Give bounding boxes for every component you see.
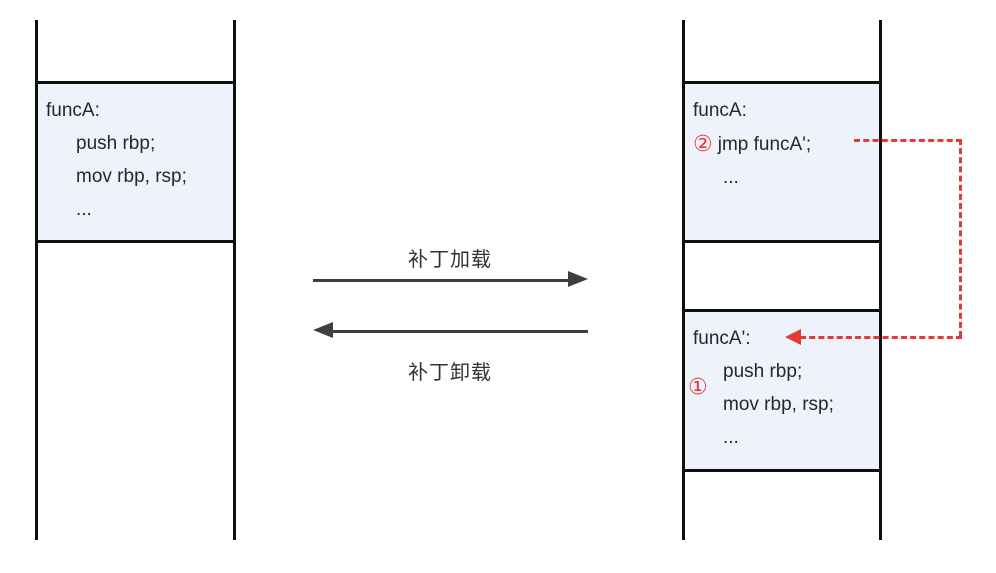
func-block-original: funcA: push rbp; mov rbp, rsp; ... bbox=[35, 81, 236, 243]
instruction-line: push rbp; bbox=[723, 361, 803, 382]
instruction-line: ... bbox=[76, 199, 92, 220]
patch-load-arrowhead-icon bbox=[568, 271, 588, 287]
right-column-left-rail bbox=[682, 20, 685, 540]
jump-connector-top bbox=[854, 139, 962, 142]
patch-unload-arrowhead-icon bbox=[313, 322, 333, 338]
jump-connector-arrowhead-icon bbox=[785, 329, 801, 345]
instruction-line: mov rbp, rsp; bbox=[723, 394, 834, 415]
step-2-marker: ② bbox=[693, 131, 713, 156]
patch-load-arrow bbox=[313, 279, 570, 282]
instruction-line: mov rbp, rsp; bbox=[76, 166, 187, 187]
instruction-line: ... bbox=[723, 167, 739, 188]
instruction-line: ... bbox=[723, 427, 739, 448]
block-label: funcA: bbox=[693, 100, 747, 121]
patch-load-label: 补丁加载 bbox=[408, 249, 492, 271]
block-label: funcA': bbox=[693, 328, 751, 349]
patch-unload-arrow bbox=[333, 330, 588, 333]
left-column-left-rail bbox=[35, 20, 38, 540]
left-column-right-rail bbox=[233, 20, 236, 540]
jump-instruction: jmp funcA'; bbox=[717, 134, 812, 155]
jump-connector-right bbox=[959, 139, 962, 337]
step-1-marker: ① bbox=[688, 374, 708, 399]
jump-connector-bottom bbox=[800, 336, 962, 339]
block-label: funcA: bbox=[46, 100, 100, 121]
right-column-right-rail bbox=[879, 20, 882, 540]
func-block-new-version: ① funcA': push rbp; mov rbp, rsp; ... bbox=[682, 309, 882, 472]
instruction-line: push rbp; bbox=[76, 133, 156, 154]
patch-unload-label: 补丁卸载 bbox=[408, 362, 492, 384]
